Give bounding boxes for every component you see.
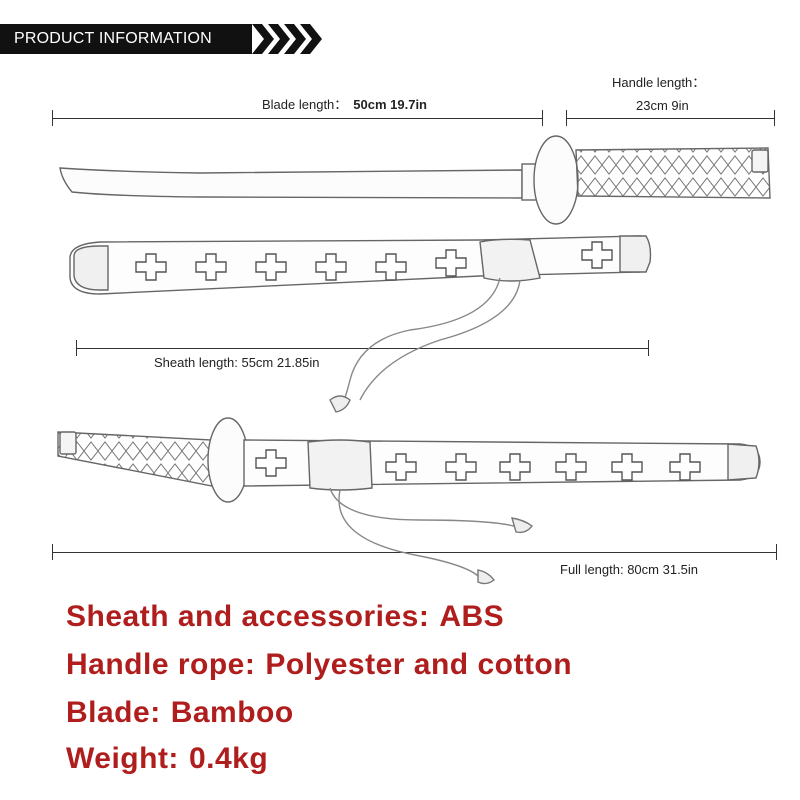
- spec-label: Handle rope:: [66, 648, 256, 681]
- blade-tick-left: [52, 110, 53, 126]
- spec-value: ABS: [439, 600, 505, 633]
- full-length-label: Full length: 80cm 31.5in: [560, 562, 699, 577]
- spec-handle-rope: Handle rope: Polyester and cotton: [66, 648, 572, 682]
- full-tick-left: [52, 544, 53, 560]
- full-tick-right: [776, 544, 777, 560]
- spec-label: Weight:: [66, 742, 179, 775]
- sheath-length-label: Sheath length: 55cm 21.85in: [154, 355, 320, 370]
- spec-label: Sheath and accessories:: [66, 600, 430, 633]
- spec-sheath-material: Sheath and accessories: ABS: [66, 600, 504, 634]
- bare-blade-sword: [59, 135, 771, 225]
- handle-dimension-line: [566, 118, 774, 119]
- sheath-dimension-line: [76, 348, 648, 349]
- banner-title: PRODUCT INFORMATION: [14, 30, 212, 47]
- banner-bar: [0, 24, 252, 54]
- handle-tick-right: [774, 110, 775, 126]
- product-info-banner: PRODUCT INFORMATION: [0, 24, 328, 54]
- spec-value: Polyester and cotton: [265, 648, 573, 681]
- blade-tick-right: [542, 110, 543, 126]
- spec-label: Blade:: [66, 696, 161, 729]
- sheath-with-crosses: [69, 235, 652, 413]
- handle-length-value: 23cm 9in: [636, 98, 689, 113]
- chevrons-icon: [252, 24, 322, 54]
- spec-value: 0.4kg: [188, 742, 269, 775]
- blade-length-label: Blade length： 50cm 19.7in: [262, 94, 427, 113]
- blade-length-value: 50cm 19.7in: [353, 97, 427, 112]
- blade-length-text: Blade length：: [262, 97, 348, 112]
- spec-value: Bamboo: [170, 696, 294, 729]
- full-dimension-line: [52, 552, 776, 553]
- handle-tick-left: [566, 110, 567, 126]
- sheathed-full-sword: [57, 417, 761, 585]
- blade-dimension-line: [52, 118, 542, 119]
- spec-weight: Weight: 0.4kg: [66, 742, 268, 776]
- sheath-tick-left: [76, 340, 77, 356]
- handle-length-label: Handle length：: [612, 75, 706, 90]
- spec-blade-material: Blade: Bamboo: [66, 696, 294, 730]
- sheath-tick-right: [648, 340, 649, 356]
